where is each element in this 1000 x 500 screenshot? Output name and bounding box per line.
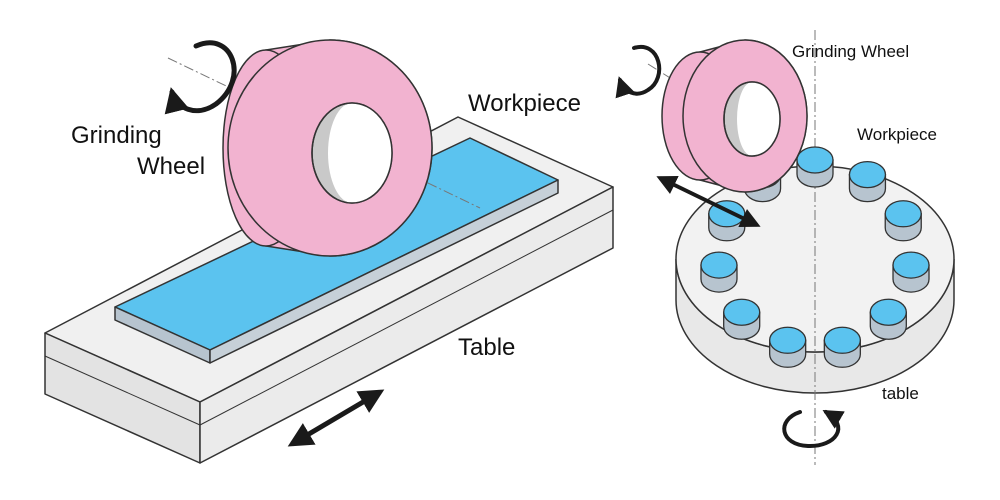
- rotary-workpiece: [884, 200, 922, 242]
- rotary-workpiece-top: [848, 160, 887, 189]
- right-label-workpiece: Workpiece: [857, 125, 937, 144]
- grinding-wheel: [222, 39, 433, 257]
- rotary-workpiece: [769, 326, 807, 368]
- right-wheel-rotation-arrow: [615, 44, 662, 99]
- rotary-workpiece: [823, 326, 861, 368]
- rotary-workpiece-top: [884, 200, 922, 228]
- rotary-workpiece: [700, 251, 738, 293]
- left-label-grinding: Grinding: [71, 122, 162, 149]
- rotary-workpiece-top: [823, 326, 861, 354]
- right-label-grinding-wheel: Grinding Wheel: [792, 42, 910, 61]
- rotary-workpiece-top: [700, 251, 738, 279]
- radial-feed-arrow: [656, 175, 761, 228]
- right-wheel-hole-inner: [737, 82, 780, 156]
- wheel-hole-inner: [328, 103, 392, 203]
- rotary-workpiece: [869, 298, 907, 340]
- table-feed-arrow: [287, 389, 385, 447]
- left-label-wheel: Wheel: [137, 153, 206, 180]
- workpiece-side-face: [209, 179, 559, 364]
- rotary-workpiece: [848, 160, 887, 203]
- rotary-workpiece: [796, 146, 834, 188]
- rotary-workpiece: [708, 200, 746, 242]
- table-rotation-arrow: [782, 409, 845, 449]
- rotary-workpiece-top: [869, 298, 907, 326]
- wheel-axis-line: [167, 57, 481, 209]
- right-rotary-grinder: [615, 30, 955, 465]
- right-label-table: table: [882, 384, 919, 403]
- right-grinding-wheel: [661, 39, 808, 193]
- rotation-arrow: [164, 40, 237, 115]
- rotary-workpiece-top: [723, 298, 761, 326]
- rotary-workpiece-top: [892, 251, 930, 279]
- rotary-workpiece-top: [769, 326, 807, 354]
- left-label-table: Table: [458, 334, 516, 361]
- rotary-workpiece: [723, 298, 761, 340]
- left-label-workpiece: Workpiece: [468, 90, 581, 117]
- rotary-workpiece-top: [796, 146, 834, 174]
- rotary-workpiece: [892, 251, 930, 293]
- left-surface-grinder: [44, 39, 614, 464]
